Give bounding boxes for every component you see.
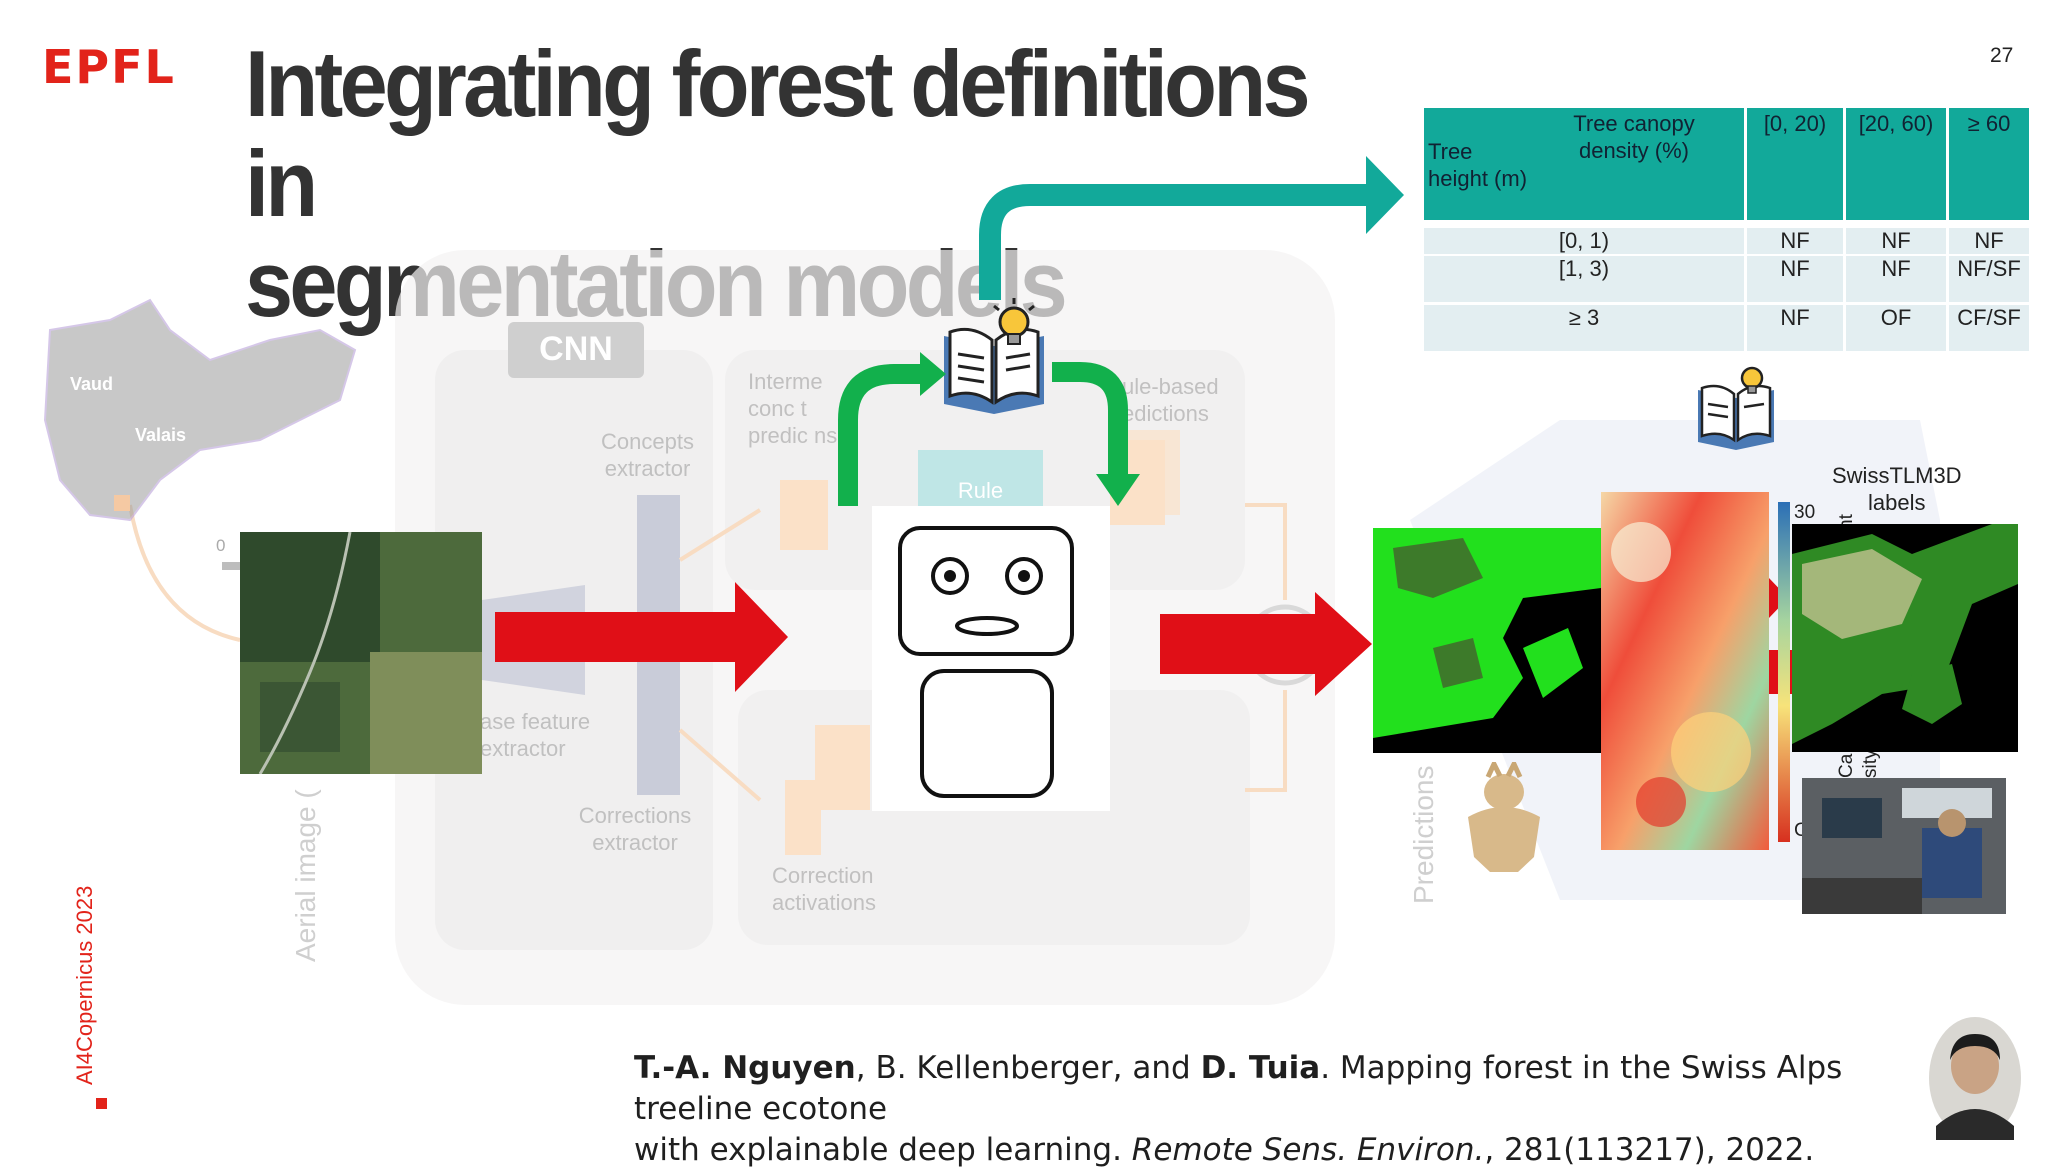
robot-mouth [955,616,1019,636]
axis-fragment-ca: Ca [1836,753,1857,778]
citation-line-2: with explainable deep learning. Remote S… [634,1132,1815,1168]
table-cell: NF [1747,256,1843,302]
table-cell: [0, 1) [1424,228,1744,254]
concept-map [780,480,828,550]
table-row: ≥ 3 NF OF CF/SF [1424,305,2029,351]
column-header: ≥ 60 [1949,108,2029,220]
robot-eye-left [931,557,969,595]
map-label-valais: Valais [135,425,187,445]
rule-label: Rule [957,478,1004,503]
table-cell: NF [1747,228,1843,254]
table-cell: [1, 3) [1424,256,1744,302]
citation-line-1: T.-A. Nguyen, B. Kellenberger, and D. Tu… [634,1050,1843,1127]
map-scale-tick: 0 [216,536,226,555]
flow-line-c [678,508,762,562]
epfl-logo: EPFL [42,40,176,94]
prediction-map [1373,528,1601,753]
table-cell: NF [1846,228,1946,254]
robot-body [920,669,1054,798]
teal-arrow-to-table [979,184,1370,300]
book-lightbulb-icon-small [1698,366,1774,450]
correction-stack-2 [785,780,821,855]
map-location [114,495,130,511]
book-lightbulb-icon [944,298,1044,414]
canopy-height-map [1601,492,1769,850]
map-scale [222,562,240,570]
speaker-avatar [1929,1017,2021,1140]
table-cell: ≥ 3 [1424,305,1744,351]
map-label-vaud: Vaud [70,374,114,394]
rule-pred-stack-2 [1125,430,1180,515]
axis-fragment-sity: sity [1860,749,1881,779]
table-row: [0, 1) NF NF NF [1424,228,2029,254]
table-cell: NF [1846,256,1946,302]
column-header: [0, 20) [1747,108,1843,220]
table-cell: NF/SF [1949,256,2029,302]
switzerland-map [43,298,357,522]
citation: T.-A. Nguyen, B. Kellenberger, and D. Tu… [634,1048,1934,1171]
colorbar-max: 30 [1794,502,1816,523]
red-arrow-robot-to-predictions [1160,592,1372,696]
table-cell: NF [1949,228,2029,254]
robot-eye-right [1005,557,1043,595]
map-link [128,504,241,642]
cnn-label: CNN [539,330,613,368]
rule-box [918,450,1043,510]
swisstlm-map [1792,524,2018,752]
cnn-badge [508,322,644,378]
column-header: [20, 60) [1846,108,1946,220]
event-marker [96,1098,107,1109]
table-row: [1, 3) NF NF NF/SF [1424,256,2029,302]
meme-dog-image [1468,762,1540,872]
colorbar [1778,502,1790,842]
flow-line-b [1245,690,1287,792]
operator-photo [1802,778,2006,914]
aerial-image [240,532,482,774]
red-arrow-aerial-to-robot [495,582,788,692]
table-cell: OF [1846,305,1946,351]
flow-line-d [678,728,762,802]
table-cell: CF/SF [1949,305,2029,351]
page-number: 27 [1990,44,2014,67]
table-cell: NF [1747,305,1843,351]
correction-stack-1 [815,725,870,810]
flow-line-a [1245,503,1287,600]
robot-panel [872,506,1110,811]
green-arrow-down [1052,362,1128,478]
green-arrow-up [838,364,924,506]
